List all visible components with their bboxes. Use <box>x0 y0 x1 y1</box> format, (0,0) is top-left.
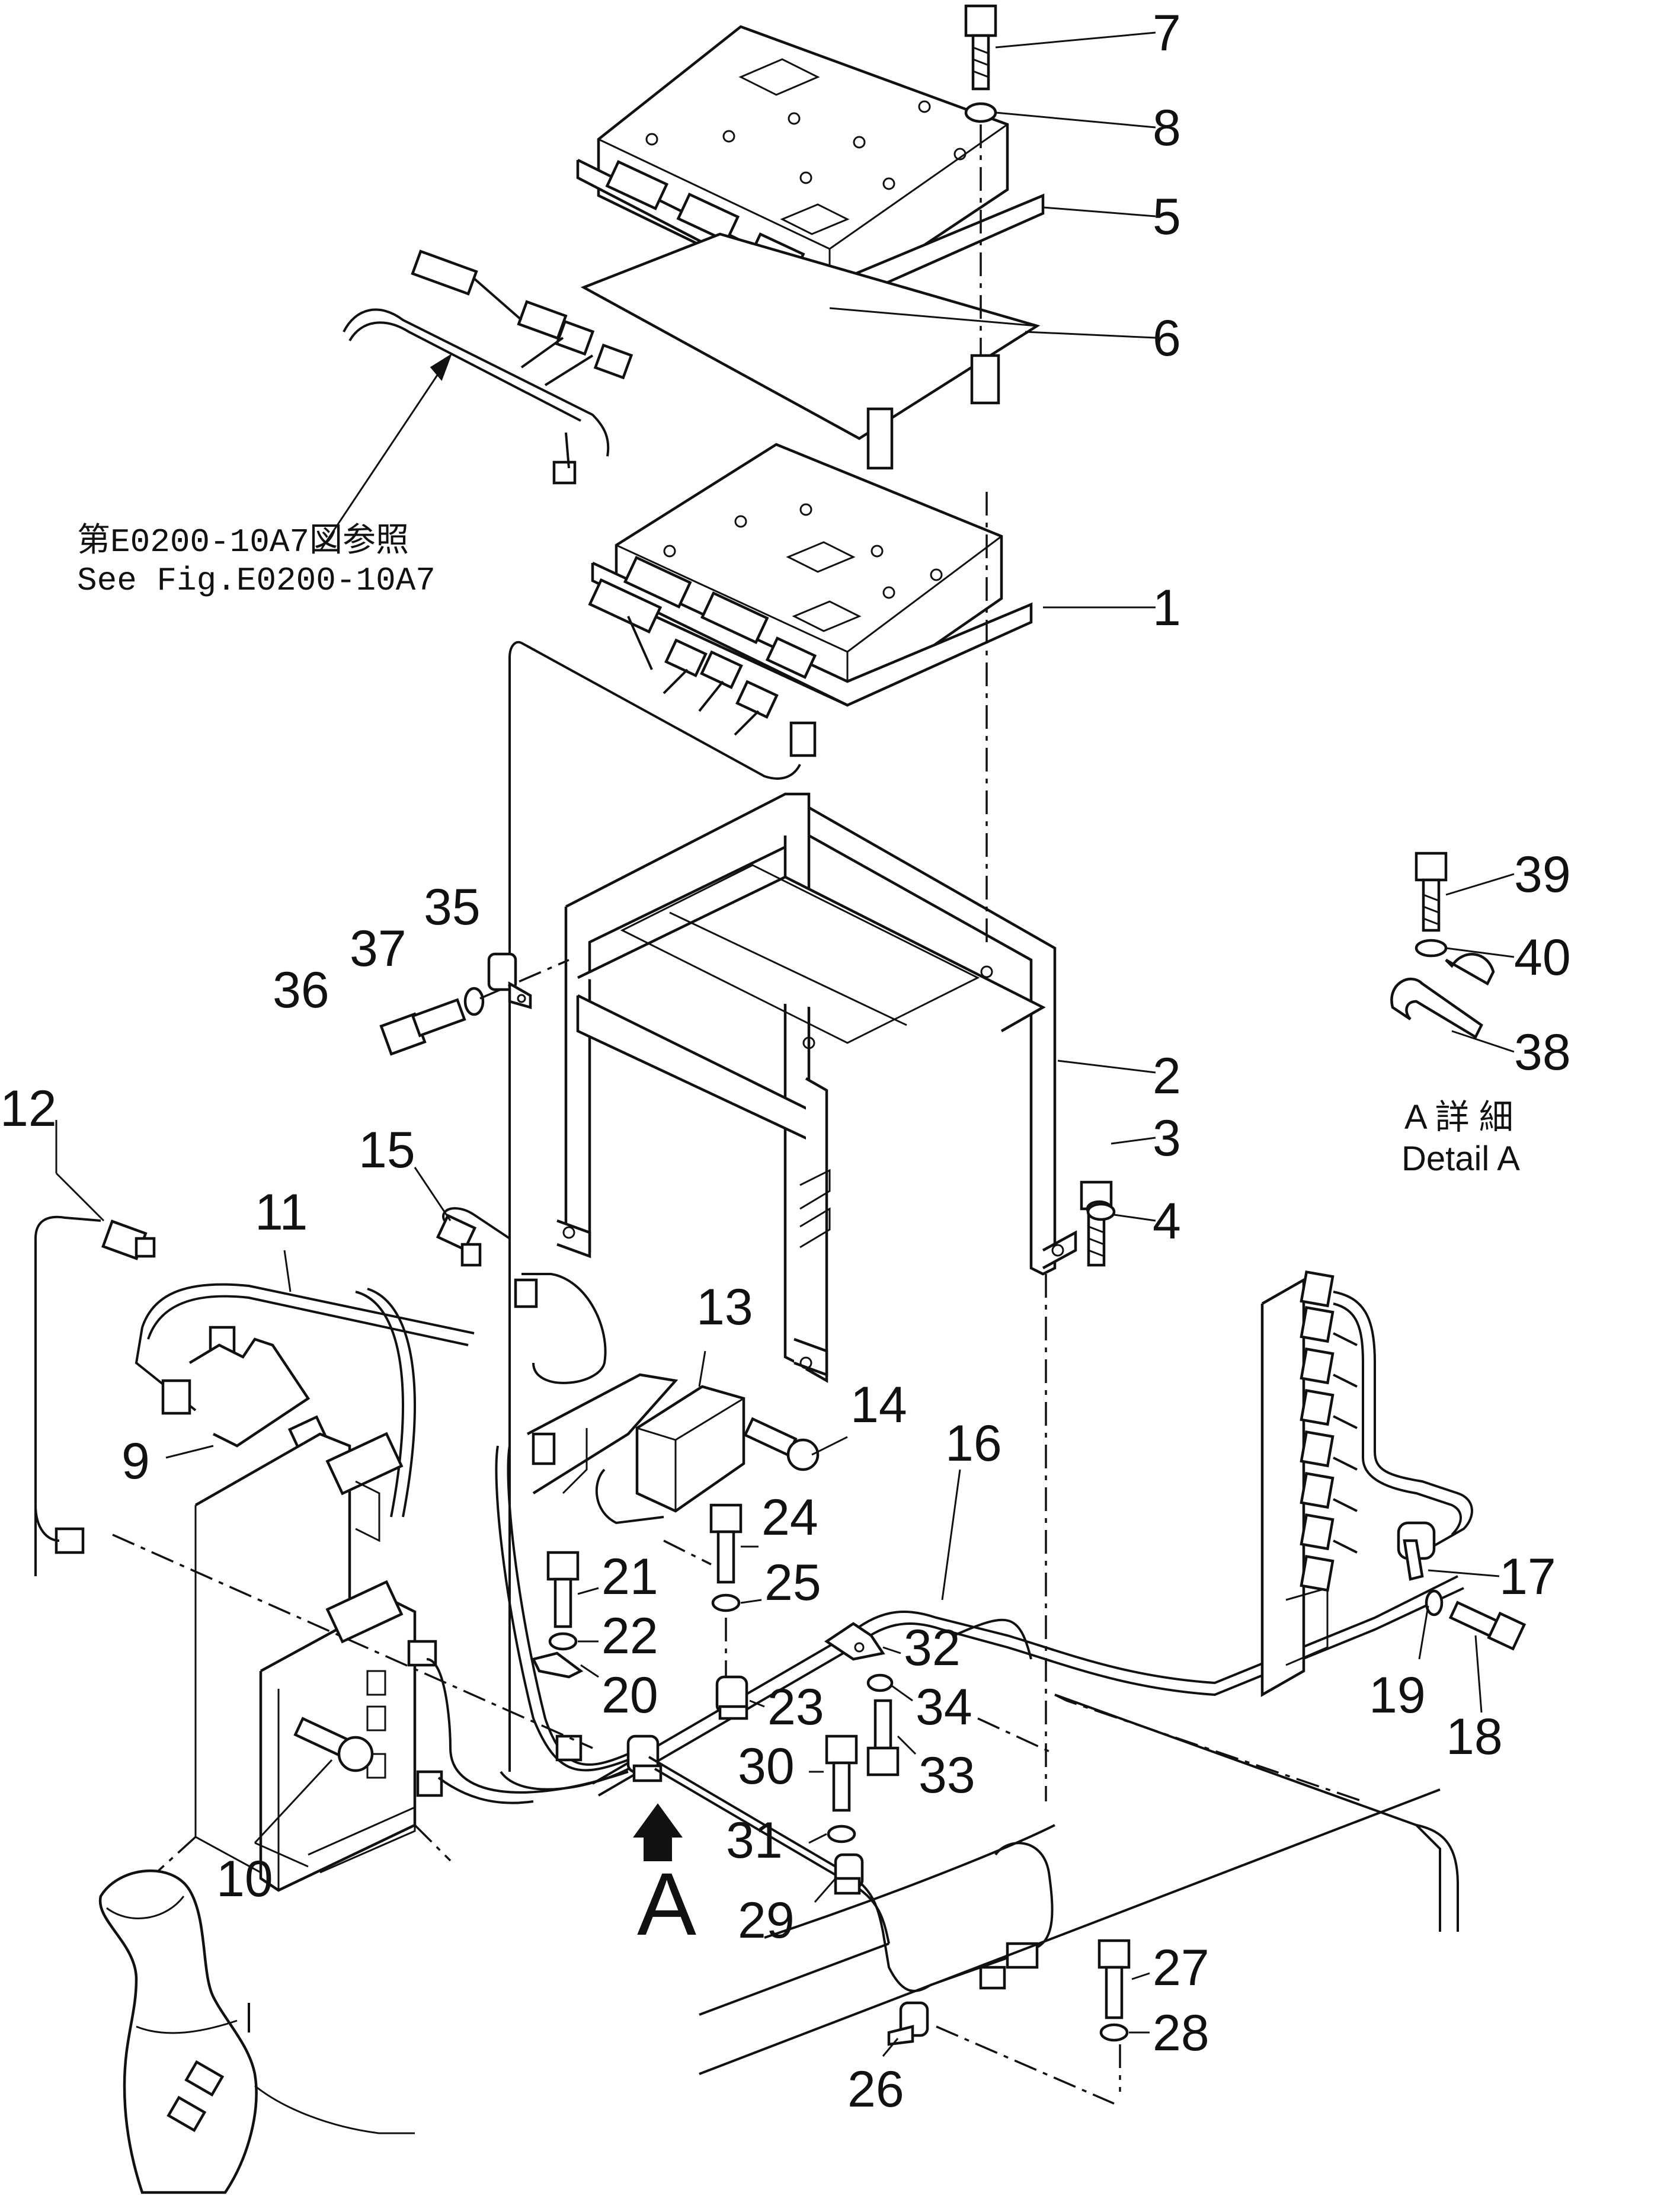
bolt-3 <box>1080 1180 1113 1267</box>
callout-38: 38 <box>1514 1024 1571 1081</box>
controller-harness <box>508 578 817 1772</box>
side-panel <box>129 1432 452 1897</box>
callout-2: 2 <box>1153 1048 1181 1105</box>
bolt-24 <box>709 1503 743 1584</box>
leader-10-b <box>254 1842 309 1868</box>
view-arrow-a <box>633 1803 683 1861</box>
washer-8 <box>964 102 997 123</box>
panel-harness <box>407 1445 664 1804</box>
callout-19: 19 <box>1369 1667 1426 1724</box>
detail-a-label-japanese: A 詳 細 <box>1404 1098 1513 1137</box>
callout-13: 13 <box>696 1279 753 1336</box>
callout-39: 39 <box>1514 846 1571 903</box>
washer-37 <box>463 987 485 1016</box>
callout-24: 24 <box>761 1489 818 1546</box>
callout-30: 30 <box>738 1738 795 1795</box>
frame-bracket <box>556 792 1077 1383</box>
bolt-21 <box>546 1551 580 1628</box>
reference-note-japanese: 第E0200-10A7図参照 <box>77 523 409 561</box>
washer-22 <box>548 1632 578 1651</box>
callout-6: 6 <box>1153 310 1181 367</box>
bolt-18 <box>1448 1601 1527 1651</box>
view-marker-a: A <box>637 1854 696 1954</box>
callout-34: 34 <box>916 1679 972 1736</box>
reference-harness <box>343 249 633 485</box>
switch-harness <box>34 1215 475 1576</box>
base-structure <box>112 1534 1459 2105</box>
callout-25: 25 <box>764 1554 821 1611</box>
connector-15 <box>436 1207 607 1384</box>
callout-5: 5 <box>1153 188 1181 245</box>
callout-28: 28 <box>1153 2005 1209 2062</box>
callout-31: 31 <box>726 1812 783 1869</box>
leader-10-a <box>254 1759 333 1844</box>
callout-27: 27 <box>1153 1939 1209 1996</box>
callout-10: 10 <box>216 1851 273 1907</box>
main-cable-16 <box>591 1575 1464 1797</box>
washer-34 <box>866 1673 894 1692</box>
callout-36: 36 <box>273 962 329 1019</box>
bolt-27 <box>1097 1939 1131 2019</box>
clamp-A-location <box>626 1734 663 1782</box>
relay-13 <box>526 1373 745 1513</box>
callout-12: 12 <box>0 1080 57 1137</box>
clamp-23 <box>715 1675 748 1720</box>
washer-4-disc <box>1086 1202 1116 1221</box>
detail-a-label-english: Detail A <box>1401 1139 1520 1178</box>
callout-21: 21 <box>601 1548 658 1605</box>
callout-15: 15 <box>359 1122 415 1179</box>
callout-40: 40 <box>1514 929 1571 986</box>
callout-3: 3 <box>1153 1110 1181 1167</box>
callout-1: 1 <box>1153 580 1181 636</box>
callout-7: 7 <box>1153 5 1181 62</box>
detail-a-washer-40 <box>1415 939 1448 958</box>
washer-28 <box>1099 2023 1129 2042</box>
centerline-main <box>985 492 1047 1801</box>
mounting-plate <box>580 232 1041 470</box>
callout-18: 18 <box>1446 1708 1503 1765</box>
callout-35: 35 <box>424 879 481 936</box>
bolt-14 <box>743 1417 820 1471</box>
centerline-36 <box>479 959 569 1000</box>
bolt-7 <box>964 4 997 91</box>
clamp-35 <box>487 952 532 1009</box>
relay-rack-17 <box>1260 1270 1473 1697</box>
callout-32: 32 <box>904 1619 961 1676</box>
washer-31 <box>827 1825 856 1843</box>
callout-23: 23 <box>767 1679 824 1736</box>
washer-19 <box>1425 1589 1444 1617</box>
callout-9: 9 <box>121 1433 150 1490</box>
callout-14: 14 <box>850 1377 907 1433</box>
control-lever <box>98 1869 415 2194</box>
detail-a-clamp-38 <box>1390 953 1495 1039</box>
callout-20: 20 <box>601 1667 658 1724</box>
callout-33: 33 <box>919 1747 975 1804</box>
bolt-10 <box>293 1717 374 1772</box>
callout-29: 29 <box>738 1892 795 1949</box>
callout-4: 4 <box>1153 1193 1181 1250</box>
bracket-20 <box>531 1651 584 1679</box>
callout-8: 8 <box>1153 100 1181 156</box>
bolt-33 <box>866 1699 900 1777</box>
clamp-32 <box>824 1622 885 1661</box>
bolt-36 <box>379 998 466 1056</box>
leader-lines <box>55 31 1515 2057</box>
callout-37: 37 <box>350 920 407 977</box>
callout-26: 26 <box>847 2061 904 2118</box>
washer-25 <box>711 1593 741 1612</box>
bolt-30 <box>825 1734 858 1812</box>
detail-a-bolt-39 <box>1415 852 1448 932</box>
callout-17: 17 <box>1499 1548 1556 1605</box>
reference-note-english: See Fig.E0200-10A7 <box>77 562 436 600</box>
callout-11: 11 <box>255 1184 308 1241</box>
branch-cable <box>648 1756 1054 2046</box>
callout-22: 22 <box>601 1608 658 1665</box>
controller-lower <box>591 443 1033 707</box>
callout-16: 16 <box>945 1415 1002 1472</box>
